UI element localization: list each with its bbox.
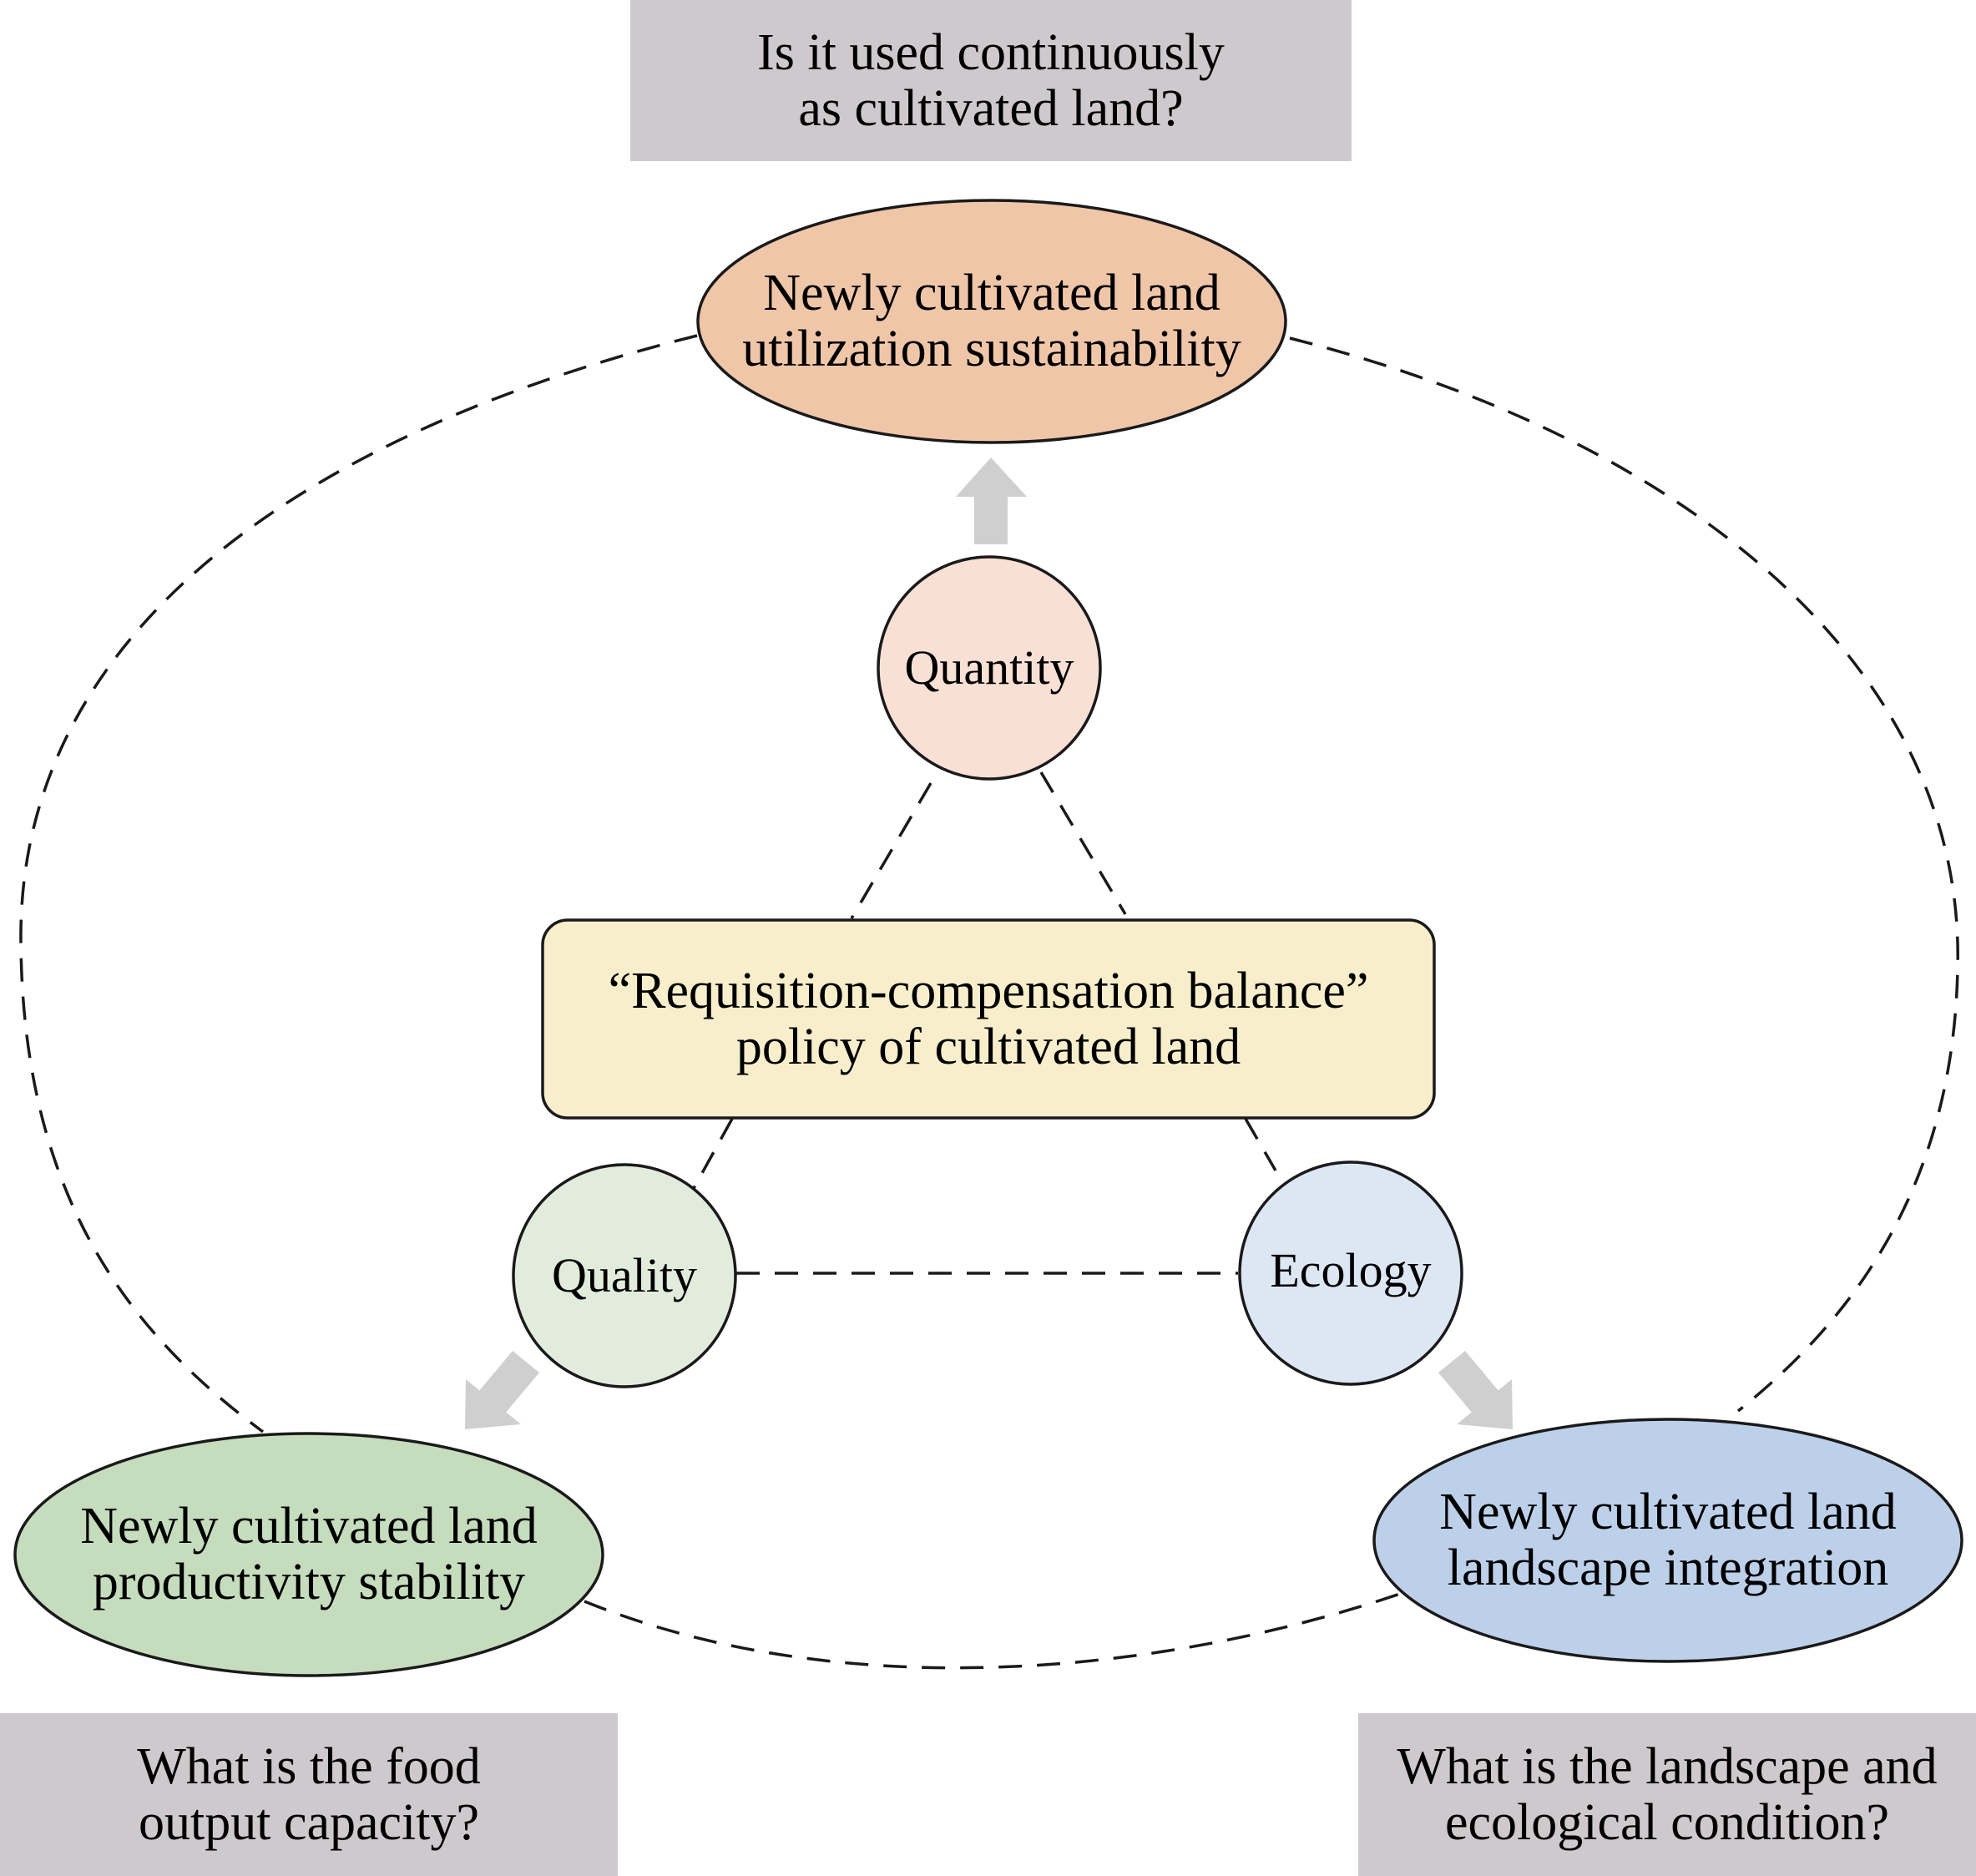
question-top-line2: as cultivated land? (798, 79, 1184, 137)
outcome-right-line2: landscape integration (1447, 1540, 1889, 1596)
question-box-top (630, 0, 1352, 161)
outcome-left-label: Newly cultivated land productivity stabi… (17, 1475, 601, 1634)
policy-box (541, 918, 1436, 1120)
outer-dashed-loop (19, 334, 1959, 1670)
outcome-top-label: Newly cultivated land utilization sustai… (701, 242, 1282, 401)
outcome-top-line1: Newly cultivated land (763, 265, 1220, 322)
circle-quantity (877, 555, 1102, 781)
outcome-ellipse-top (696, 199, 1287, 444)
question-right-label: What is the landscape and ecological con… (1358, 1713, 1976, 1876)
question-right-line1: What is the landscape and (1397, 1737, 1938, 1795)
question-left-line2: output capacity? (139, 1793, 479, 1851)
question-right-line2: ecological condition? (1445, 1793, 1889, 1851)
circle-quality (512, 1163, 737, 1388)
policy-line2: policy of cultivated land (735, 1018, 1241, 1075)
question-box-left (0, 1713, 618, 1876)
policy-line1: “Requisition-compensation balance” (608, 962, 1369, 1019)
question-left-label: What is the food output capacity? (0, 1713, 618, 1876)
ecology-text: Ecology (1270, 1242, 1432, 1297)
question-box-right (1358, 1713, 1976, 1876)
outcome-top-line2: utilization sustainability (742, 321, 1241, 377)
outcome-right-line1: Newly cultivated land (1439, 1484, 1897, 1541)
outcome-right-label: Newly cultivated land landscape integrat… (1376, 1461, 1960, 1620)
outcome-ellipse-left (13, 1432, 604, 1677)
outcome-left-line2: productivity stability (92, 1554, 526, 1611)
quantity-text: Quantity (904, 640, 1074, 695)
outcome-left-line1: Newly cultivated land (80, 1498, 538, 1555)
inner-dashed-triangle (691, 771, 1277, 1275)
ecology-label: Ecology (1240, 1237, 1462, 1304)
question-top-label: Is it used continuously as cultivated la… (630, 0, 1352, 161)
quantity-label: Quantity (878, 635, 1100, 701)
arrow-up (956, 458, 1027, 544)
arrow-down-right (1438, 1351, 1513, 1429)
quality-text: Quality (552, 1247, 697, 1302)
question-left-line1: What is the food (137, 1737, 481, 1795)
circle-ecology (1238, 1160, 1463, 1386)
question-top-line1: Is it used continuously (757, 23, 1225, 81)
quality-label: Quality (513, 1242, 735, 1309)
policy-label: “Requisition-compensation balance” polic… (543, 920, 1434, 1118)
outcome-ellipse-right (1372, 1418, 1963, 1663)
arrow-down-left (465, 1351, 539, 1429)
